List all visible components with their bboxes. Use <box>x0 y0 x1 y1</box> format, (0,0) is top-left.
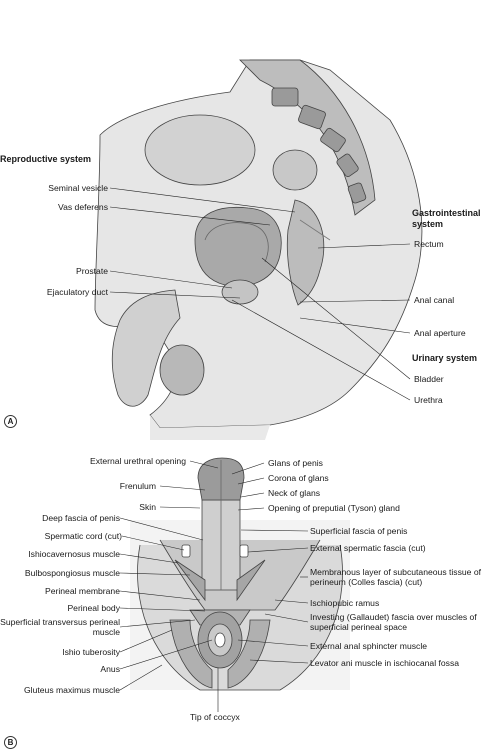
label-glans: Glans of penis <box>268 458 323 468</box>
perineum-drawing <box>130 457 350 691</box>
label-prostate: Prostate <box>75 266 108 276</box>
label-anus: Anus <box>100 664 120 674</box>
panel-b-badge: B <box>4 736 17 749</box>
label-superficial-fascia: Superficial fascia of penis <box>310 526 408 536</box>
label-external-anal-sphincter: External anal sphincter muscle <box>310 641 428 651</box>
label-ischiopubic-ramus: Ischiopubic ramus <box>310 598 380 608</box>
label-bulbospongiosus: Bulbospongiosus muscle <box>24 568 120 578</box>
label-corona: Corona of glans <box>268 473 329 483</box>
label-deep-fascia: Deep fascia of penis <box>42 513 120 523</box>
label-vas-deferens: Vas deferens <box>57 202 108 212</box>
panel-a-badge: A <box>4 415 17 428</box>
label-ejaculatory-duct: Ejaculatory duct <box>46 287 108 297</box>
label-tip-of-coccyx: Tip of coccyx <box>190 712 240 722</box>
label-urethra: Urethra <box>414 395 443 405</box>
label-frenulum: Frenulum <box>119 481 156 491</box>
label-gallaudet-fascia: Investing (Gallaudet) fascia over muscle… <box>310 612 477 632</box>
label-rectum: Rectum <box>414 239 444 249</box>
label-tyson-gland: Opening of preputial (Tyson) gland <box>268 503 400 513</box>
section-urinary: Urinary system <box>412 353 478 363</box>
label-perineal-body: Perineal body <box>67 603 120 613</box>
label-anal-canal: Anal canal <box>414 295 455 305</box>
label-skin: Skin <box>139 502 156 512</box>
panel-a-leaders <box>109 187 411 401</box>
label-ishiocavernosus: Ishiocavernosus muscle <box>28 549 120 559</box>
label-spermatic-cord: Spermatic cord (cut) <box>44 531 122 541</box>
sagittal-section-drawing <box>94 59 423 440</box>
label-colles-fascia: Membranous layer of subcutaneous tissue … <box>310 567 482 587</box>
label-external-urethral-opening: External urethral opening <box>89 456 186 466</box>
label-gluteus-maximus: Gluteus maximus muscle <box>24 685 120 695</box>
label-levator-ani: Levator ani muscle in ischiocanal fossa <box>310 658 460 668</box>
label-seminal-vesicle: Seminal vesicle <box>48 183 108 193</box>
panel-b-leaders <box>119 460 309 712</box>
label-superficial-transversus: Superficial transversus perineal muscle <box>0 617 120 637</box>
vertebrae <box>271 87 367 204</box>
label-anal-aperture: Anal aperture <box>414 328 466 338</box>
label-external-spermatic-fascia: External spermatic fascia (cut) <box>310 543 426 553</box>
label-ishio-tuberosity: Ishio tuberosity <box>62 647 120 657</box>
label-perineal-membrane: Perineal membrane <box>45 586 120 596</box>
label-bladder: Bladder <box>414 374 444 384</box>
section-gastrointestinal: Gastrointestinal system <box>412 208 481 229</box>
label-neck: Neck of glans <box>268 488 321 498</box>
section-reproductive: Reproductive system <box>0 154 92 164</box>
